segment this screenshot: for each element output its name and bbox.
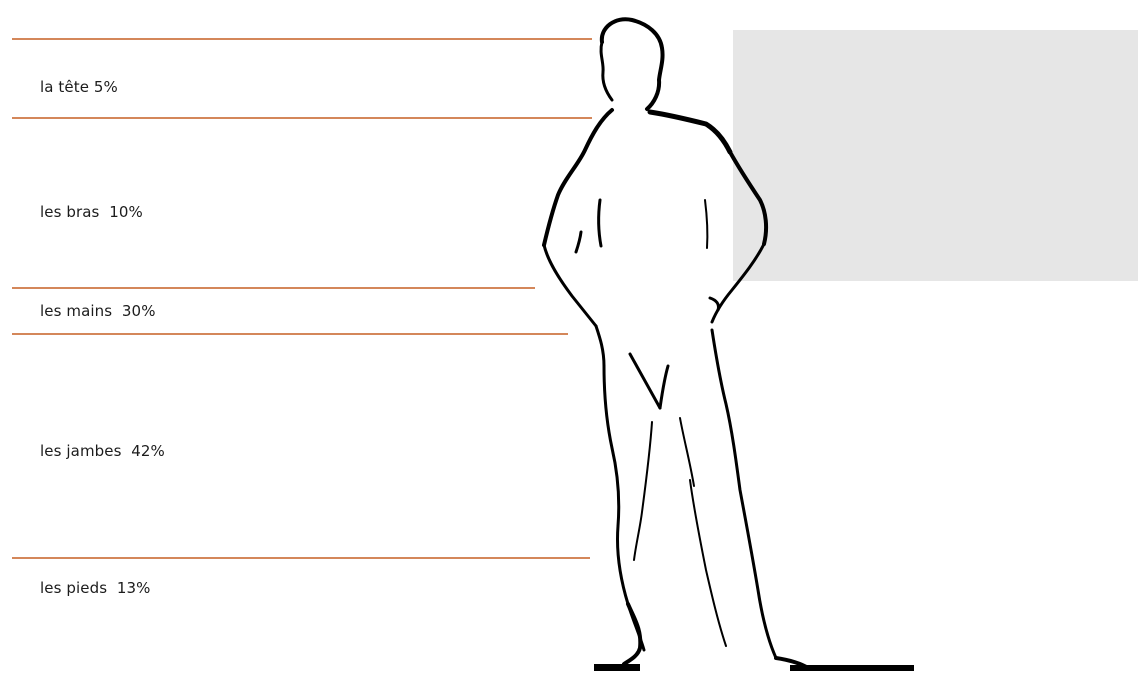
left-pocket-mark	[576, 232, 581, 252]
right-shoulder-outline	[650, 112, 730, 152]
left-foot	[624, 604, 640, 664]
right-arm-lower	[712, 244, 764, 322]
head-left-contour	[601, 42, 612, 100]
left-leg-inner	[634, 422, 652, 560]
left-arm-outer	[544, 245, 596, 326]
ground-bar-left	[594, 664, 640, 671]
right-leg-inner	[680, 418, 694, 486]
head-outline	[602, 19, 663, 109]
crotch-line	[630, 354, 660, 408]
left-shoulder-outline	[544, 110, 612, 245]
right-leg-mid	[690, 480, 726, 646]
right-leg-outer	[712, 330, 776, 658]
torso-right-inner	[705, 200, 707, 248]
crotch-right	[660, 366, 668, 408]
ground-bar-right	[790, 665, 914, 671]
right-hand-mark	[710, 298, 719, 310]
left-hand	[596, 326, 604, 366]
left-leg-outer	[604, 366, 644, 650]
torso-left-inner	[599, 200, 601, 246]
right-arm-outer	[730, 152, 766, 244]
